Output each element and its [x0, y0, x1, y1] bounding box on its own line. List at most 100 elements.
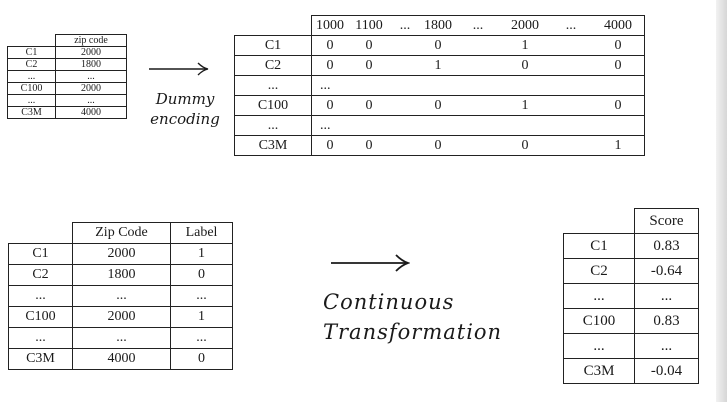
row-label: C2 — [7, 58, 56, 71]
table-cell: ... — [170, 285, 233, 307]
table-cell — [456, 95, 500, 116]
table-row: C2 1800 0 — [8, 264, 233, 286]
table-row: ... ... ... — [8, 285, 233, 307]
table-row: ... ... — [234, 115, 645, 136]
table-cell — [456, 35, 500, 56]
table-row: C3M 4000 0 — [8, 348, 233, 370]
table-cell: ... — [72, 327, 171, 349]
row-label: ... — [234, 115, 312, 136]
table-row: ... ... ... — [8, 327, 233, 349]
table-row: C100 0.83 — [563, 308, 699, 334]
table-cell: 1800 — [55, 58, 127, 71]
table-cell: 0 — [348, 35, 390, 56]
row-label: C2 — [563, 258, 635, 284]
table-cell: 0 — [420, 35, 456, 56]
table-header-row: Score — [563, 208, 699, 234]
table-header-row: 1000 1100 ... 1800 ... 2000 ... 4000 — [234, 15, 645, 36]
caption-line: Continuous — [323, 290, 455, 314]
column-header: 4000 — [592, 15, 645, 36]
table-cell — [456, 55, 500, 76]
table-row: C3M 4000 — [7, 106, 127, 119]
table-cell: 1 — [170, 243, 233, 265]
table-cell: -0.64 — [634, 258, 699, 284]
row-label: C1 — [563, 233, 635, 259]
row-label: C3M — [563, 358, 635, 384]
table-cell — [550, 95, 592, 116]
row-label: C100 — [8, 306, 73, 328]
table-row: ... ... — [7, 94, 127, 107]
table-cell: 1 — [592, 135, 645, 156]
row-label: C2 — [8, 264, 73, 286]
row-label: C3M — [234, 135, 312, 156]
row-label: ... — [7, 70, 56, 83]
dummy-encoding-caption: Dummy encoding — [140, 89, 230, 129]
column-header: Score — [634, 208, 699, 234]
table-cell: ... — [634, 333, 699, 359]
table-cell — [390, 95, 420, 116]
table-cell: 0.83 — [634, 233, 699, 259]
corner-cell — [234, 15, 312, 36]
row-label: ... — [563, 333, 635, 359]
table-cell: 4000 — [72, 348, 171, 370]
table-cell: 0 — [311, 135, 348, 156]
table-cell: 0 — [348, 95, 390, 116]
table-cell: 2000 — [72, 243, 171, 265]
table-row: C3M -0.04 — [563, 358, 699, 384]
column-header: ... — [456, 15, 500, 36]
table-cell: 0 — [170, 348, 233, 370]
table-cell — [550, 55, 592, 76]
table-row: C100 2000 1 — [8, 306, 233, 328]
table-cell: ... — [72, 285, 171, 307]
table-cell: 0 — [170, 264, 233, 286]
zip-code-table: zip code C1 2000 C2 1800 ... ... C100 20… — [7, 34, 127, 119]
dummy-encoding-table: 1000 1100 ... 1800 ... 2000 ... 4000 C1 … — [234, 15, 645, 156]
table-row: C1 2000 1 — [8, 243, 233, 265]
table-cell: 0 — [311, 95, 348, 116]
table-row: C100 2000 — [7, 82, 127, 95]
column-header: Zip Code — [72, 222, 171, 244]
caption-line: encoding — [150, 110, 220, 128]
column-header: ... — [550, 15, 592, 36]
table-cell: 0 — [592, 35, 645, 56]
table-cell — [390, 135, 420, 156]
table-cell — [390, 55, 420, 76]
table-cell: 0 — [420, 135, 456, 156]
row-label: C3M — [8, 348, 73, 370]
row-label: ... — [7, 94, 56, 107]
row-label: C1 — [7, 46, 56, 59]
right-arrow-icon — [331, 254, 410, 272]
table-row: C1 0.83 — [563, 233, 699, 259]
right-arrow-icon — [149, 62, 209, 76]
table-cell: ... — [634, 283, 699, 309]
table-row: ... ... — [563, 333, 699, 359]
table-cell — [550, 35, 592, 56]
table-cell: 1 — [170, 306, 233, 328]
corner-cell — [7, 34, 56, 47]
column-header: 1100 — [348, 15, 390, 36]
table-cell: 2000 — [55, 82, 127, 95]
column-header: Label — [170, 222, 233, 244]
table-cell: 1 — [420, 55, 456, 76]
table-cell: 0 — [420, 95, 456, 116]
column-header: 1800 — [420, 15, 456, 36]
table-row: C3M 0 0 0 0 1 — [234, 135, 645, 156]
table-cell: 0 — [311, 35, 348, 56]
row-label: C100 — [563, 308, 635, 334]
continuous-transformation-caption: Continuous Transformation — [323, 287, 502, 347]
table-row: C2 1800 — [7, 58, 127, 71]
caption-line: Dummy — [155, 90, 215, 108]
table-row: C1 0 0 0 1 0 — [234, 35, 645, 56]
table-cell: 1 — [500, 35, 550, 56]
table-cell: 1800 — [72, 264, 171, 286]
column-header: 1000 — [311, 15, 348, 36]
table-cell: ... — [311, 115, 645, 136]
table-cell: 0 — [500, 135, 550, 156]
column-header: ... — [390, 15, 420, 36]
table-header-row: zip code — [7, 34, 127, 47]
table-cell: 0 — [348, 135, 390, 156]
table-row: C1 2000 — [7, 46, 127, 59]
table-cell: 2000 — [55, 46, 127, 59]
table-cell: 0 — [348, 55, 390, 76]
column-header: 2000 — [500, 15, 550, 36]
row-label: C100 — [234, 95, 312, 116]
